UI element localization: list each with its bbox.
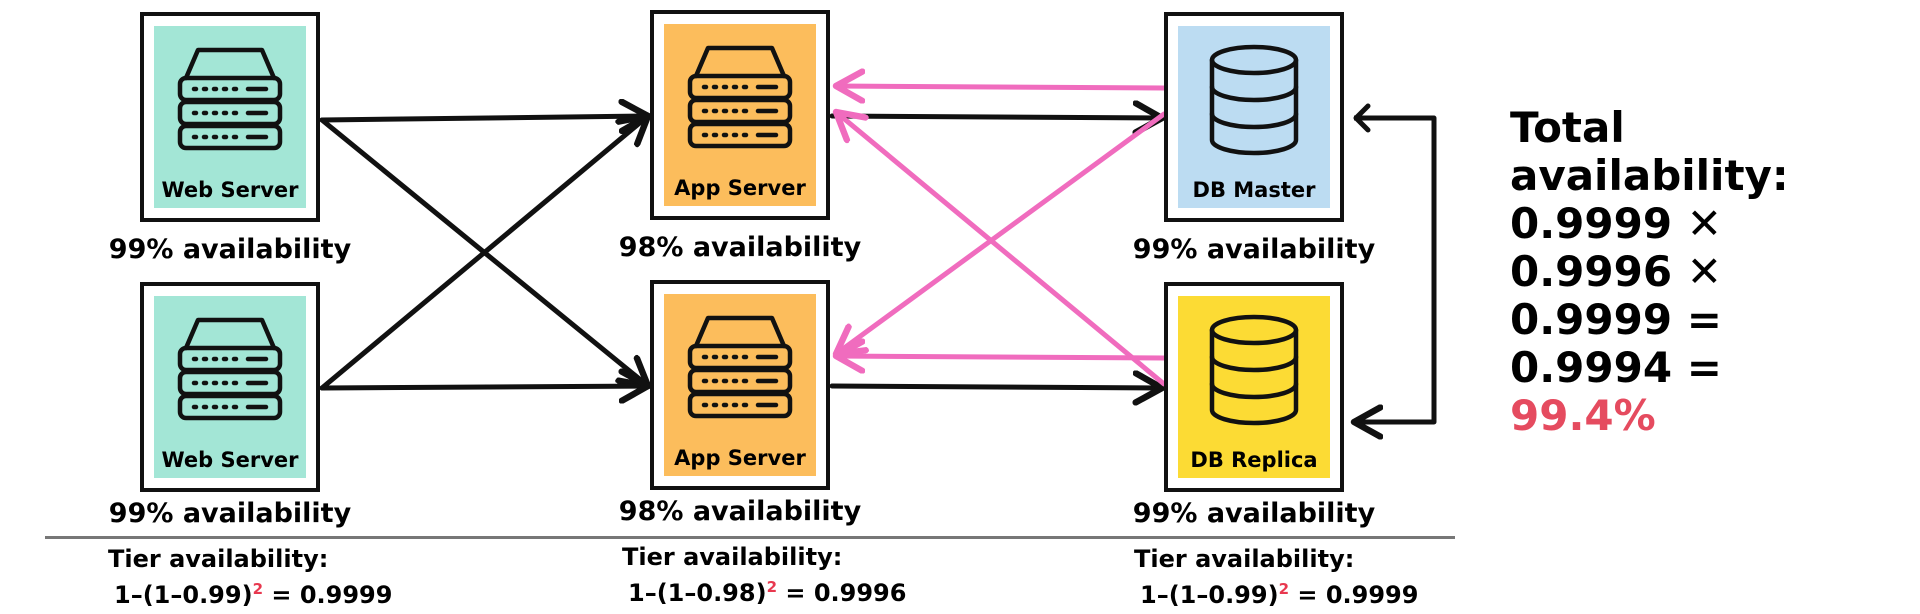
tier-availability-web: Tier availability: 1–(1–0.99)2 = 0.9999: [108, 544, 392, 610]
web-server-node[interactable]: Web Server: [140, 282, 320, 492]
server-icon: [172, 312, 288, 428]
total-line: 0.9996 ✕: [1510, 247, 1722, 296]
web-server-node[interactable]: Web Server: [140, 12, 320, 222]
availability-label: 98% availability: [618, 496, 862, 527]
tier-divider: [45, 536, 1455, 539]
request-arrow: [829, 386, 1162, 388]
total-line: 0.9994 =: [1510, 343, 1722, 392]
request-arrow: [829, 116, 1162, 118]
tier-availability-db: Tier availability: 1–(1–0.99)2 = 0.9999: [1134, 544, 1418, 610]
database-icon: [1204, 312, 1304, 432]
request-arrow: [319, 116, 648, 120]
availability-label: 98% availability: [618, 232, 862, 263]
total-line: 0.9999 =: [1510, 295, 1722, 344]
response-arrow: [836, 111, 1167, 354]
tier-availability-app: Tier availability: 1–(1–0.98)2 = 0.9996: [622, 542, 906, 608]
server-icon: [172, 42, 288, 158]
tier-formula: 1–(1–0.98)2 = 0.9996: [628, 578, 907, 607]
tier-formula: 1–(1–0.99)2 = 0.9999: [114, 580, 393, 609]
total-line: availability:: [1510, 151, 1789, 200]
node-label: DB Master: [1192, 178, 1316, 202]
tier-title: Tier availability:: [1134, 545, 1355, 573]
tier-formula: 1–(1–0.99)2 = 0.9999: [1140, 580, 1419, 609]
replication-arrow: [1354, 115, 1437, 422]
node-label: DB Replica: [1190, 448, 1318, 472]
response-arrow: [836, 86, 1167, 88]
availability-label: 99% availability: [108, 498, 352, 529]
total-result: 99.4%: [1510, 391, 1656, 440]
tier-title: Tier availability:: [622, 543, 843, 571]
availability-label: 99% availability: [1132, 498, 1376, 529]
node-label: Web Server: [161, 178, 299, 202]
total-line: Total: [1510, 103, 1625, 152]
request-arrow: [319, 116, 648, 391]
database-icon: [1204, 42, 1304, 162]
db-master-node[interactable]: DB Master: [1164, 12, 1344, 222]
db-master-fill: [1178, 26, 1330, 208]
app-server-node[interactable]: App Server: [650, 10, 830, 220]
total-availability: Total availability: 0.9999 ✕ 0.9996 ✕ 0.…: [1510, 104, 1789, 440]
availability-label: 99% availability: [108, 234, 352, 265]
replication-arrowhead: [1353, 103, 1371, 133]
app-server-node[interactable]: App Server: [650, 280, 830, 490]
db-replica-fill: [1178, 296, 1330, 478]
node-label: App Server: [674, 176, 806, 200]
response-arrow: [836, 112, 1167, 387]
db-replica-node[interactable]: DB Replica: [1164, 282, 1344, 492]
server-icon: [682, 40, 798, 156]
request-arrow: [319, 386, 648, 388]
node-label: Web Server: [161, 448, 299, 472]
total-line: 0.9999 ✕: [1510, 199, 1722, 248]
response-arrow: [836, 356, 1167, 358]
availability-label: 99% availability: [1132, 234, 1376, 265]
tier-title: Tier availability:: [108, 545, 329, 573]
node-label: App Server: [674, 446, 806, 470]
server-icon: [682, 310, 798, 426]
